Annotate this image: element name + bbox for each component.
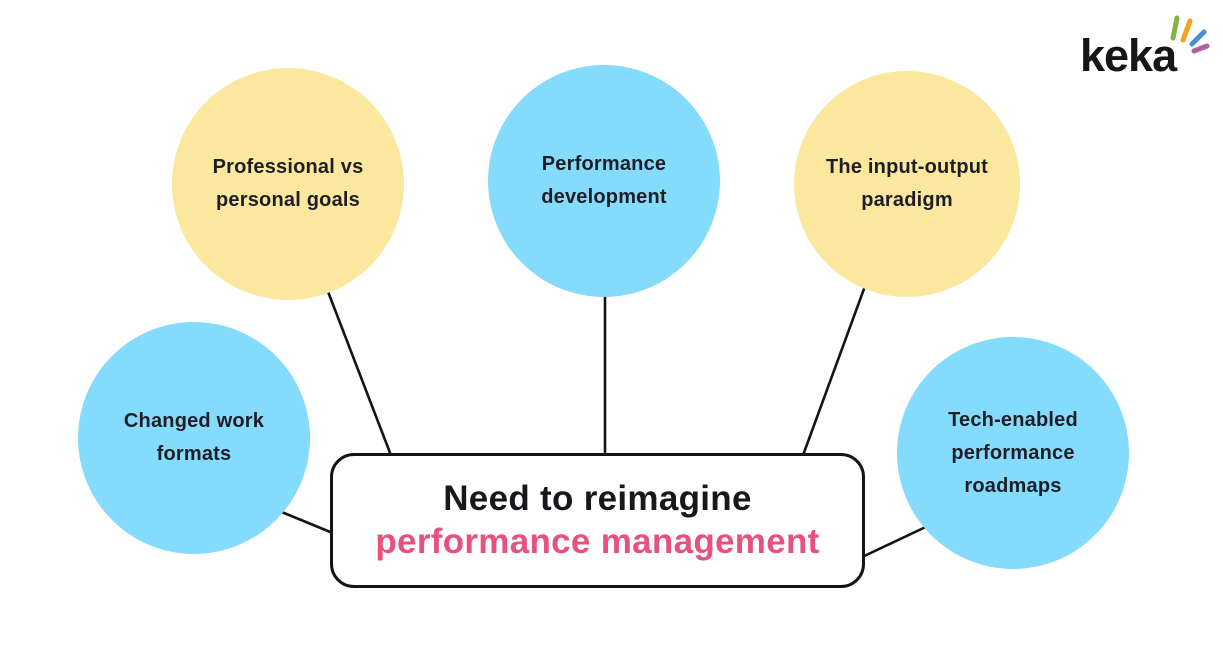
connector-line-changed-work	[270, 506, 342, 538]
node-professional-vs-personal-goals: Professional vs personal goals	[172, 68, 404, 300]
connector-line-professional	[320, 274, 394, 460]
keka-logo-text: keka	[1080, 30, 1177, 81]
connector-line-tech-enabled	[856, 522, 934, 561]
center-box-title-line2: performance management	[375, 521, 820, 561]
node-input-output-paradigm: The input-output paradigm	[794, 71, 1020, 297]
node-tech-enabled-performance-roadmaps: Tech-enabled performance roadmaps	[897, 337, 1129, 569]
center-box-title-line1: Need to reimagine	[443, 478, 752, 518]
keka-logo: keka	[1080, 14, 1220, 81]
sparkle-blue	[1189, 29, 1207, 47]
connector-line-input-output	[800, 276, 870, 460]
sparkle-orange	[1180, 18, 1193, 43]
sparkle-green	[1170, 15, 1180, 41]
center-box: Need to reimagine performance management	[330, 453, 865, 588]
sparkle-purple	[1191, 43, 1210, 54]
node-performance-development: Performance development	[488, 65, 720, 297]
node-changed-work-formats: Changed work formats	[78, 322, 310, 554]
keka-sparkle-icon	[1170, 15, 1210, 54]
